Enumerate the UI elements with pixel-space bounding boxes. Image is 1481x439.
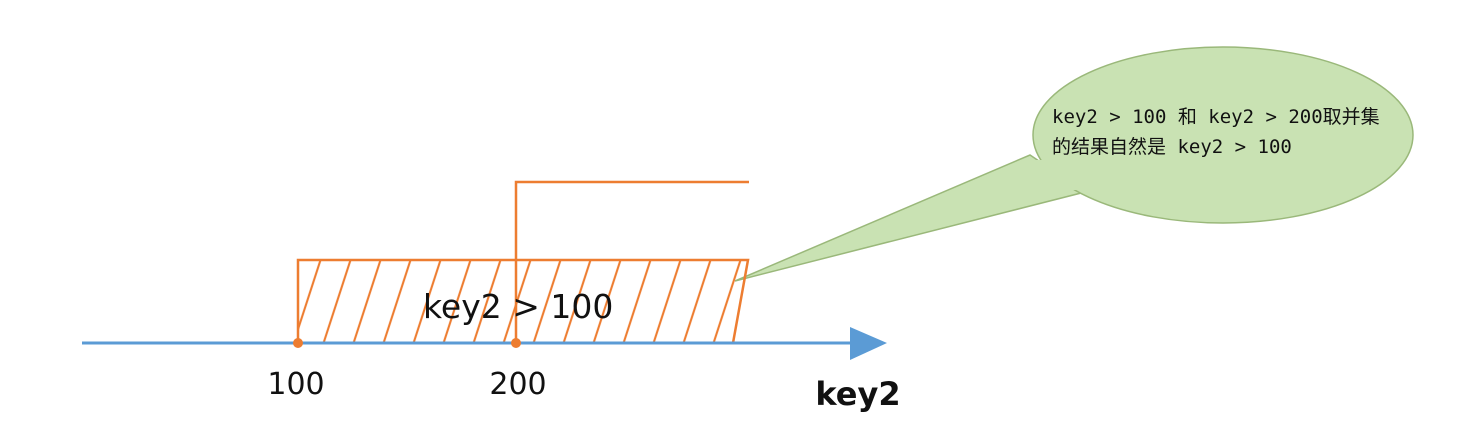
- tick-label-100: 100: [267, 367, 324, 402]
- hatched-fill: [298, 260, 748, 343]
- tick-marker-100: [293, 338, 303, 348]
- callout: key2 > 100 和 key2 > 200取并集 的结果自然是 key2 >…: [734, 46, 1414, 282]
- callout-bubble: [1032, 46, 1414, 224]
- arrow-right-icon: [850, 327, 887, 360]
- tick-marker-200: [511, 338, 521, 348]
- axis-label: key2: [815, 375, 900, 413]
- hatched-range-label: key2 > 100: [423, 287, 613, 326]
- range-key2-gt-200: [514, 180, 749, 343]
- callout-line-2: 的结果自然是 key2 > 100: [1052, 136, 1292, 158]
- callout-line-1: key2 > 100 和 key2 > 200取并集: [1052, 106, 1380, 128]
- range-key2-gt-100: [296, 258, 750, 344]
- tick-label-200: 200: [489, 367, 546, 402]
- range-gt-100-outline: [296, 258, 750, 344]
- key2-axis: 100 200 key2: [82, 327, 901, 413]
